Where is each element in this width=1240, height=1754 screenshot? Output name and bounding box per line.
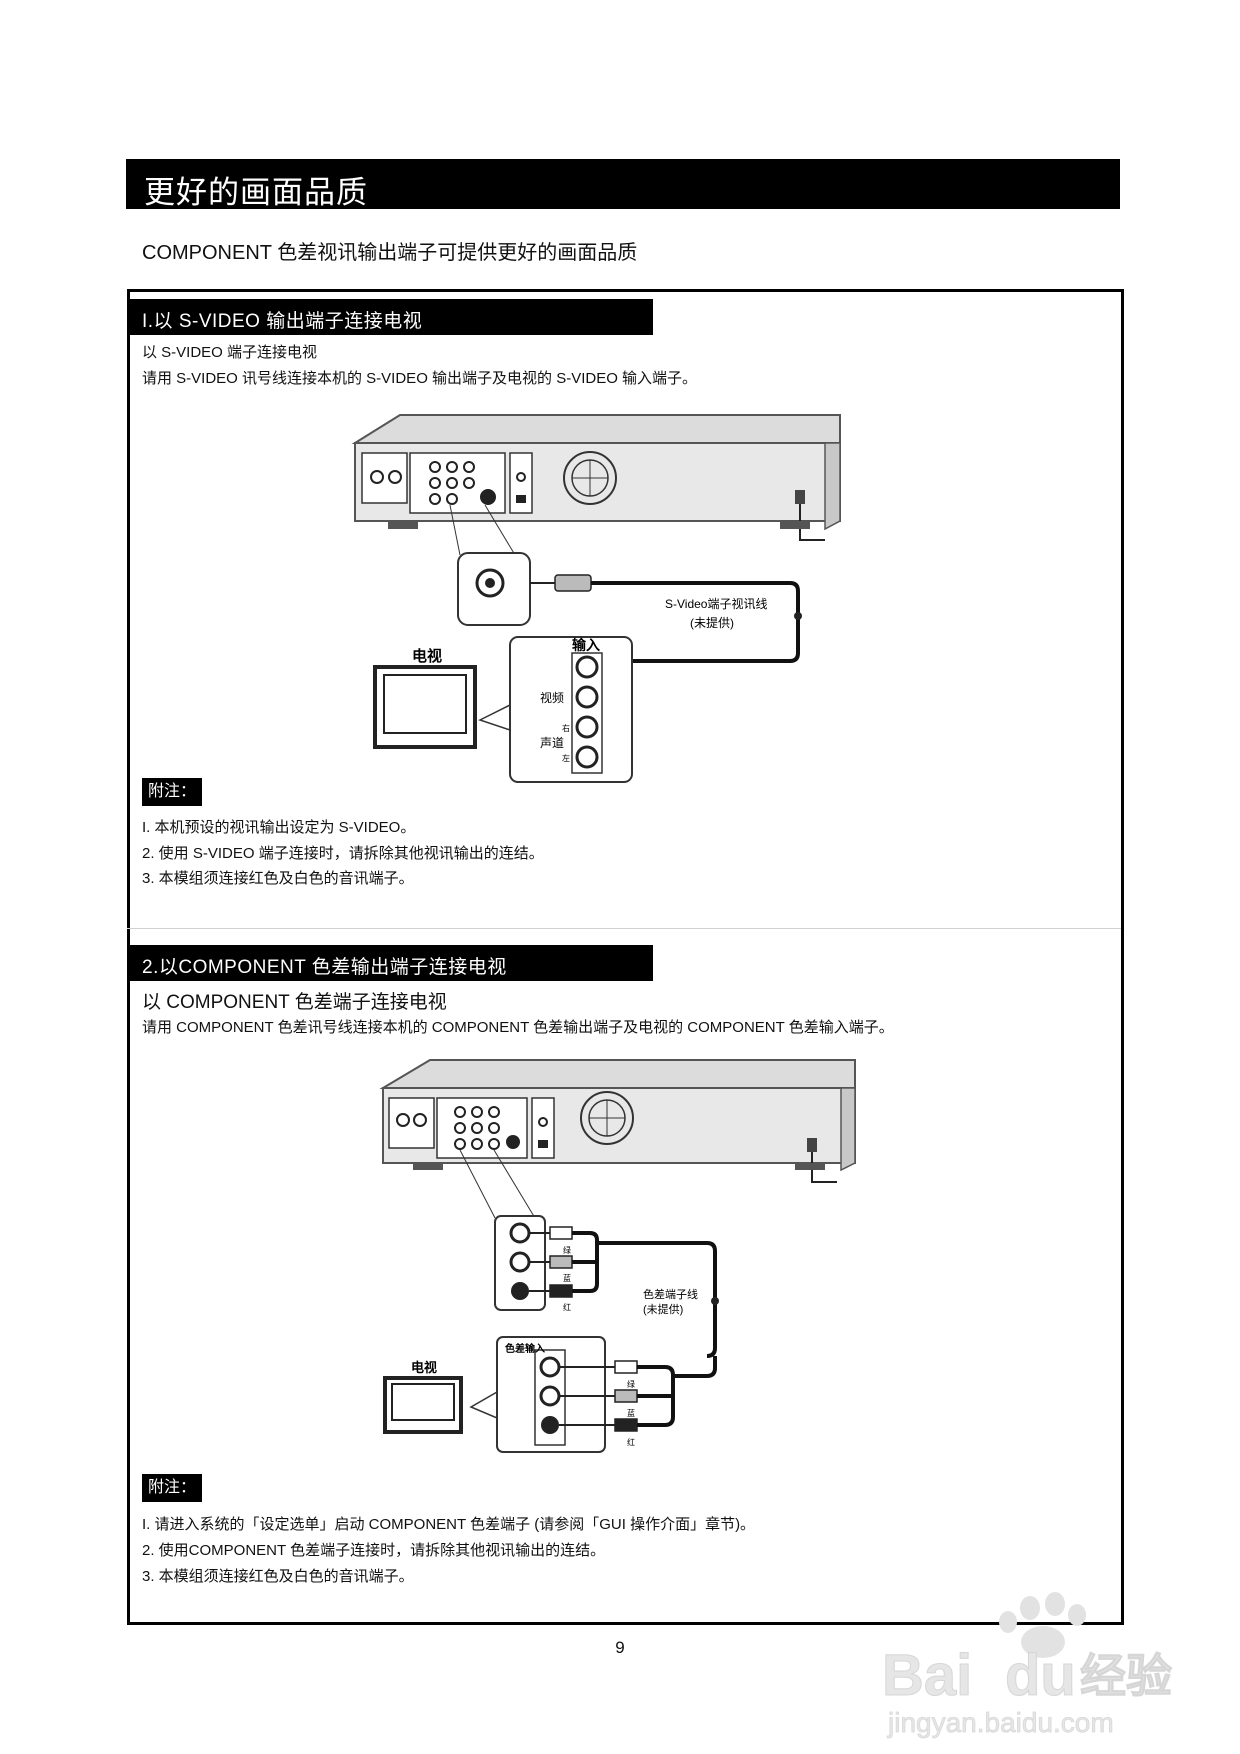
section1-subtitle: 以 S-VIDEO 端子连接电视 (142, 344, 318, 361)
section1-header: I.以 S-VIDEO 输出端子连接电视 (128, 299, 653, 335)
tv-label-1: 电视 (412, 647, 442, 665)
svideo-connection-diagram: S-Video端子视讯线 (未提供) 电视 输入 视频 声道 右 左 (351, 414, 841, 783)
page-number: 9 (615, 1638, 625, 1657)
red-label-2: 红 (627, 1437, 635, 1447)
watermark-brand: Bai (882, 1643, 972, 1708)
section2-header: 2.以COMPONENT 色差输出端子连接电视 (128, 945, 653, 981)
paw-icon (999, 1592, 1086, 1658)
blue-label-2: 蓝 (627, 1408, 635, 1418)
section1-instruction: 请用 S-VIDEO 讯号线连接本机的 S-VIDEO 输出端子及电视的 S-V… (142, 370, 698, 387)
tv-2 (383, 1376, 463, 1434)
watermark-product: 经验 (1080, 1649, 1172, 1703)
component-output-callout (459, 1149, 546, 1311)
green-label-1: 绿 (563, 1246, 571, 1255)
section-divider (127, 928, 1121, 929)
section2-note-label: 附注： (142, 1474, 202, 1502)
section2-note-2: 2. 使用COMPONENT 色差端子连接时，请拆除其他视讯输出的连结。 (142, 1542, 606, 1559)
section1-header-text: I.以 S-VIDEO 输出端子连接电视 (142, 311, 423, 332)
red-label-1: 红 (563, 1302, 571, 1312)
component-cable-note: (未提供) (643, 1302, 683, 1316)
input-label-1: 输入 (572, 637, 600, 653)
intro-text: COMPONENT 色差视讯输出端子可提供更好的画面品质 (142, 242, 638, 264)
svideo-cable-label: S-Video端子视讯线 (665, 596, 767, 611)
section2-subtitle: 以 COMPONENT 色差端子连接电视 (142, 992, 447, 1013)
component-cable-tv-side (559, 1356, 717, 1432)
page-title-bar: 更好的画面品质 (126, 159, 1120, 211)
tv-input-panel-1 (478, 636, 633, 783)
right-label: 右 (562, 723, 570, 733)
component-input-label: 色差输入 (505, 1342, 545, 1355)
tv-component-input-panel (469, 1336, 606, 1453)
section2-note-3: 3. 本模组须连接红色及白色的音讯端子。 (142, 1568, 414, 1585)
section1-note-3: 3. 本模组须连接红色及白色的音讯端子。 (142, 870, 414, 887)
tv-1 (373, 665, 477, 749)
section2-header-text: 2.以COMPONENT 色差输出端子连接电视 (142, 957, 507, 978)
left-label: 左 (562, 753, 570, 763)
svideo-cable-note: (未提供) (690, 615, 734, 630)
blue-label-1: 蓝 (563, 1273, 571, 1283)
section2-note-1: I. 请进入系统的「设定选单」启动 COMPONENT 色差端子 (请参阅「GU… (142, 1516, 756, 1533)
cable-dot (711, 1297, 719, 1305)
watermark-brand2: du (1005, 1643, 1076, 1708)
section1-note-label: 附注： (142, 778, 202, 806)
section2-instruction: 请用 COMPONENT 色差讯号线连接本机的 COMPONENT 色差输出端子… (142, 1019, 894, 1036)
dvd-player-rear-2 (379, 1059, 856, 1183)
video-label: 视频 (540, 690, 564, 705)
dvd-player-rear-1 (351, 414, 841, 541)
audio-label: 声道 (540, 736, 564, 750)
section1-note-1: I. 本机预设的视讯输出设定为 S-VIDEO。 (142, 819, 416, 836)
watermark-url: jingyan.baidu.com (887, 1707, 1114, 1738)
section1-note-2: 2. 使用 S-VIDEO 端子连接时，请拆除其他视讯输出的连结。 (142, 845, 544, 862)
component-cable-dvd-side (529, 1226, 599, 1298)
component-cable-label: 色差端子线 (643, 1287, 698, 1301)
green-label-2: 绿 (627, 1380, 635, 1389)
baidu-jingyan-watermark: Bai du 经验 jingyan.baidu.com (882, 1592, 1173, 1738)
component-connection-diagram: 绿 蓝 红 色差端子线 (未提供) 电视 色差输入 绿 蓝 红 (379, 1059, 856, 1453)
page-title: 更好的画面品质 (144, 175, 368, 211)
svideo-output-callout (449, 504, 531, 626)
component-cable-main (597, 1241, 717, 1358)
tv-label-2: 电视 (411, 1360, 437, 1375)
